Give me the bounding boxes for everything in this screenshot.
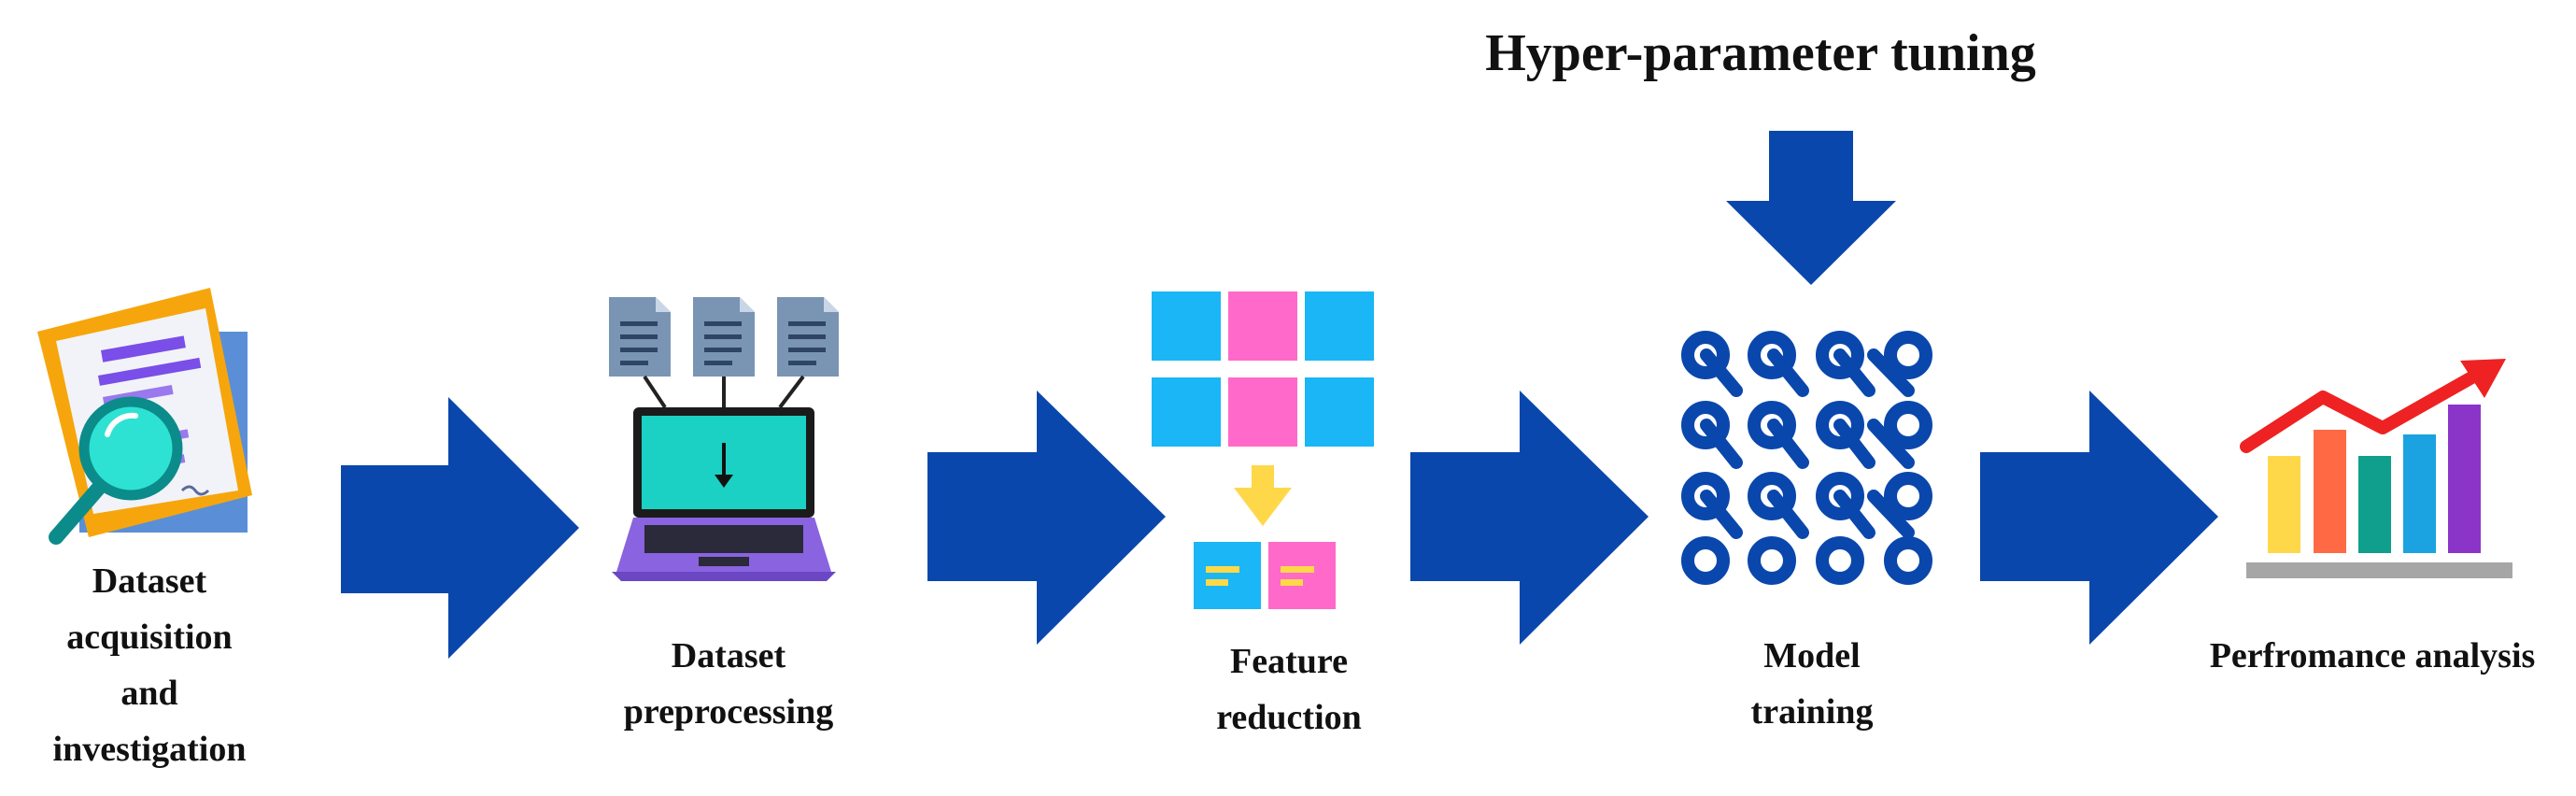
flow-arrow-2 <box>927 391 1166 645</box>
feature-grid-icon <box>1152 291 1374 609</box>
flow-arrow-3 <box>1410 391 1649 645</box>
document-icon <box>693 297 755 377</box>
bar-chart-trend-icon <box>2240 359 2512 578</box>
document-magnifier-icon <box>37 288 252 545</box>
label-performance-analysis: Perfromance analysis <box>2209 636 2536 675</box>
flow-arrow-1 <box>341 397 579 659</box>
label-feature-reduction: Feature reduction <box>1216 642 1362 737</box>
laptop-documents-icon <box>609 297 839 581</box>
label-dataset-acquisition: Dataset acquisition and investigation <box>52 561 247 769</box>
flow-arrow-4 <box>1980 391 2218 645</box>
document-icon <box>609 297 671 377</box>
label-model-training: Model training <box>1750 636 1874 732</box>
tuning-down-arrow <box>1726 131 1896 285</box>
label-dataset-preprocessing: Dataset preprocessing <box>623 636 834 732</box>
document-icon <box>777 297 839 377</box>
neural-network-icon <box>1681 331 1932 585</box>
hyperparameter-title: Hyper-parameter tuning <box>1485 24 2036 82</box>
